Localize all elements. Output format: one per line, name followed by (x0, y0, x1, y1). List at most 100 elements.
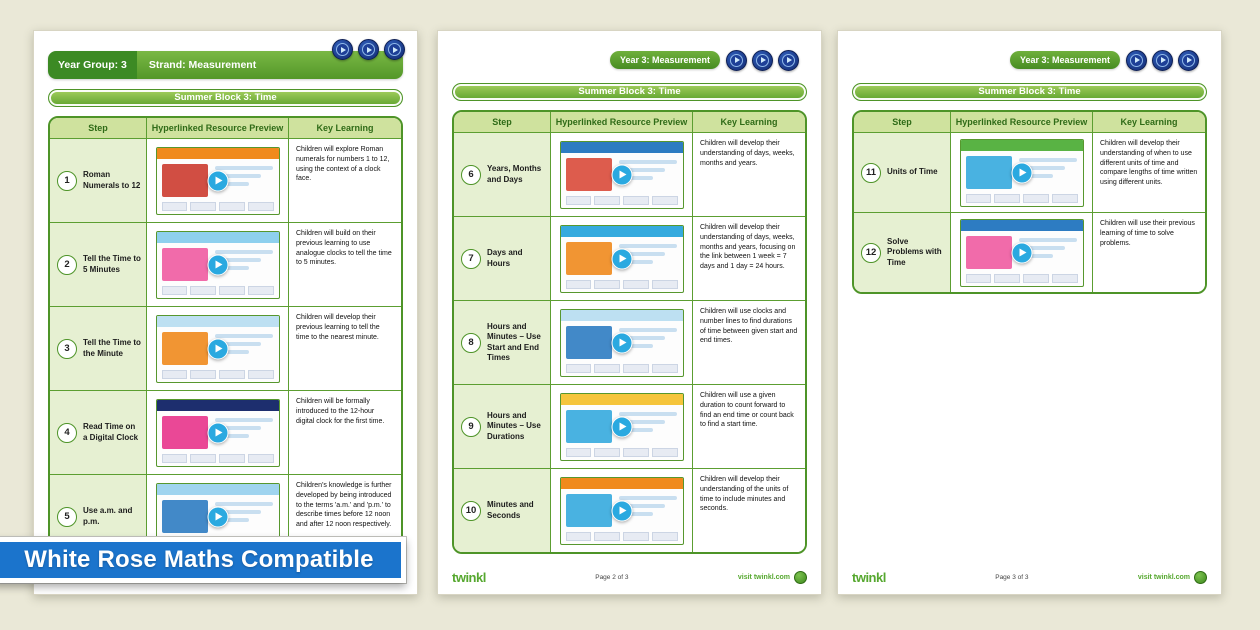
page-number: Page 3 of 3 (995, 574, 1029, 581)
resource-preview-thumbnail[interactable] (559, 308, 684, 377)
steps-table: Step Hyperlinked Resource Preview Key Le… (48, 116, 403, 560)
thumbnail-image-block (161, 415, 208, 449)
step-cell: 12 Solve Problems with Time (854, 213, 950, 292)
twinkl-logo: twinkl (452, 570, 486, 585)
play-icon[interactable] (611, 248, 632, 269)
table-row: 12 Solve Problems with Time Children wil… (854, 212, 1205, 292)
resource-preview-thumbnail[interactable] (155, 230, 280, 299)
preview-cell (550, 301, 692, 384)
table-row: 10 Minutes and Seconds Children will dev… (454, 468, 805, 552)
play-icon[interactable] (611, 164, 632, 185)
play-glyph (734, 57, 740, 63)
column-header-preview: Hyperlinked Resource Preview (146, 118, 288, 138)
page-footer: twinkl Page 2 of 3 visit twinkl.com (452, 570, 807, 585)
thumbnail-header-bar (156, 483, 279, 495)
play-icon[interactable] (207, 254, 228, 275)
play-icon[interactable] (611, 500, 632, 521)
play-glyph (1186, 57, 1192, 63)
key-learning-text: Children will develop their understandin… (700, 476, 789, 513)
thumbnail-filmstrip (161, 201, 274, 211)
thumbnail-image-block (161, 163, 208, 197)
resource-preview-thumbnail[interactable] (559, 476, 684, 545)
thumbnail-image-block (565, 157, 612, 191)
visit-link[interactable]: visit twinkl.com (737, 574, 790, 581)
preview-cell (146, 391, 288, 474)
thumbnail-filmstrip (965, 193, 1078, 203)
thumbnail-header-bar (560, 141, 683, 153)
twinkl-go-icon-inner (336, 43, 349, 56)
key-learning-text: Children will develop their previous lea… (296, 314, 380, 341)
step-cell: 8 Hours and Minutes – Use Start and End … (454, 301, 550, 384)
thumbnail-filmstrip (161, 369, 274, 379)
visit-link[interactable]: visit twinkl.com (1137, 574, 1190, 581)
resource-preview-thumbnail[interactable] (559, 140, 684, 209)
key-learning-text: Children will use a given duration to co… (700, 392, 794, 429)
preview-cell (950, 133, 1092, 212)
step-number: 3 (57, 338, 77, 359)
table-row: 9 Hours and Minutes – Use Durations Chil… (454, 384, 805, 468)
play-icon[interactable] (611, 416, 632, 437)
resource-preview-thumbnail[interactable] (155, 398, 280, 467)
resource-preview-thumbnail[interactable] (959, 218, 1084, 287)
play-icon[interactable] (207, 170, 228, 191)
thumbnail-header-bar (156, 147, 279, 159)
presentation-icon-inner (1156, 53, 1169, 67)
resource-preview-thumbnail[interactable] (959, 138, 1084, 207)
step-number: 1 (57, 170, 77, 191)
step-cell: 10 Minutes and Seconds (454, 469, 550, 552)
play-icon[interactable] (207, 422, 228, 443)
preview-cell (550, 469, 692, 552)
step-number: 5 (57, 506, 77, 527)
play-icon[interactable] (207, 506, 228, 527)
key-learning-text: Children will develop their understandin… (1100, 140, 1198, 187)
video-icon-inner (1182, 53, 1195, 67)
play-icon[interactable] (611, 332, 632, 353)
thumbnail-image-block (565, 409, 612, 443)
table-row: 8 Hours and Minutes – Use Start and End … (454, 300, 805, 384)
preview-cell (550, 385, 692, 468)
table-header-row: Step Hyperlinked Resource Preview Key Le… (854, 112, 1205, 132)
thumbnail-image-block (965, 235, 1012, 269)
play-icon[interactable] (207, 338, 228, 359)
step-number: 8 (461, 332, 481, 353)
step-label: Minutes and Seconds (487, 500, 534, 520)
twinkl-logo: twinkl (852, 570, 886, 585)
table-header-row: Step Hyperlinked Resource Preview Key Le… (454, 112, 805, 132)
key-learning-text: Children will use clocks and number line… (700, 308, 798, 345)
resource-preview-thumbnail[interactable] (155, 314, 280, 383)
key-learning-text: Children will build on their previous le… (296, 230, 392, 267)
strand-label: Strand: Measurement (136, 51, 403, 79)
page-header: Year 3: Measurement (852, 49, 1199, 71)
page-title: Year 3: Measurement (1009, 51, 1120, 69)
key-learning-cell: Children will explore Roman numerals for… (288, 139, 401, 222)
table-header-row: Step Hyperlinked Resource Preview Key Le… (50, 118, 401, 138)
column-header-learning: Key Learning (1092, 112, 1205, 132)
thumbnail-text-lines (214, 501, 273, 522)
thumbnail-image-block (565, 241, 612, 275)
resource-preview-thumbnail[interactable] (559, 224, 684, 293)
key-learning-text: Children will develop their understandin… (700, 224, 796, 271)
resource-preview-thumbnail[interactable] (155, 146, 280, 215)
twinkl-go-icon (726, 49, 747, 71)
thumbnail-image-block (161, 331, 208, 365)
thumbnail-header-bar (156, 399, 279, 411)
play-icon[interactable] (1011, 162, 1032, 183)
thumbnail-filmstrip (965, 273, 1078, 283)
step-number: 6 (461, 164, 481, 185)
step-label: Tell the Time to 5 Minutes (83, 254, 141, 274)
twinkl-go-icon-inner (1130, 53, 1143, 67)
step-number: 12 (861, 242, 881, 263)
key-learning-cell: Children will develop their understandin… (692, 469, 805, 552)
table-row: 3 Tell the Time to the Minute Children w… (50, 306, 401, 390)
key-learning-cell: Children will use their previous learnin… (1092, 213, 1205, 292)
resource-preview-thumbnail[interactable] (559, 392, 684, 461)
step-cell: 2 Tell the Time to 5 Minutes (50, 223, 146, 306)
column-header-preview: Hyperlinked Resource Preview (950, 112, 1092, 132)
page-1: Year Group: 3 Strand: Measurement Summer… (33, 30, 418, 595)
play-icon[interactable] (1011, 242, 1032, 263)
step-label: Hours and Minutes – Use Start and End Ti… (487, 321, 541, 362)
play-glyph (366, 46, 372, 53)
step-number: 4 (57, 422, 77, 443)
year-group-label: Year Group: 3 (48, 51, 137, 79)
